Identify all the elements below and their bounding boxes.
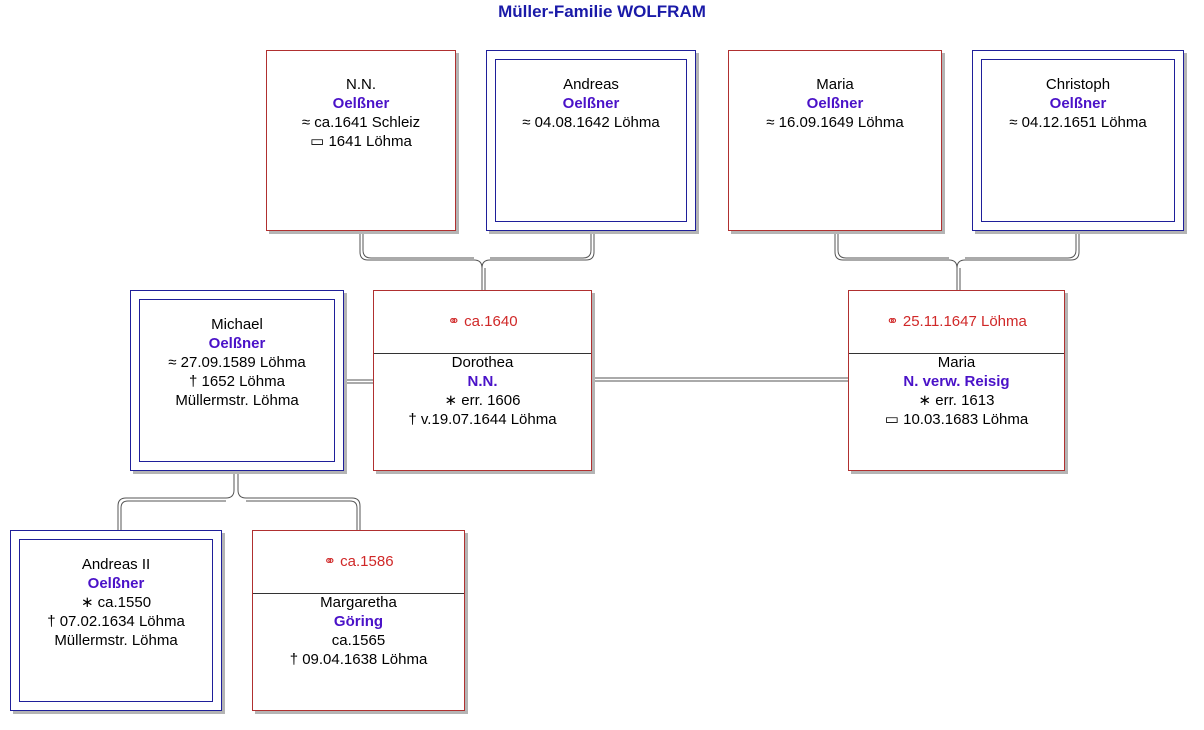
occupation: Müllermstr. Löhma [175,392,299,409]
first-name: Maria [937,354,976,371]
person-card-margaretha[interactable]: ⚭ ca.1586 Margaretha Göring ca.1565 † 09… [252,530,465,711]
baptism-date: ≈ 27.09.1589 Löhma [168,354,306,371]
first-name: N.N. [346,76,376,93]
surname: Oelßner [806,95,864,112]
inner-border [139,299,335,462]
death-date: † 09.04.1638 Löhma [289,651,428,668]
surname: N. verw. Reisig [903,373,1010,390]
baptism-date: ≈ 16.09.1649 Löhma [766,114,904,131]
first-name: Andreas II [81,556,151,573]
birth-date: ∗ err. 1606 [444,392,521,409]
surname: Oelßner [87,575,145,592]
burial-date: ▭ 10.03.1683 Löhma [884,411,1029,428]
surname: Oelßner [1049,95,1107,112]
marriage-date: ⚭ ca.1586 [253,531,464,594]
person-card-dorothea[interactable]: ⚭ ca.1640 Dorothea N.N. ∗ err. 1606 † v.… [373,290,592,471]
death-date: † 1652 Löhma [189,373,285,390]
first-name: Margaretha [320,594,397,611]
person-card-andreas[interactable]: Andreas Oelßner ≈ 04.08.1642 Löhma [486,50,696,231]
death-date: † 07.02.1634 Löhma [47,613,185,630]
baptism-date: ≈ 04.08.1642 Löhma [522,114,660,131]
first-name: Christoph [1045,76,1111,93]
person-card-nn[interactable]: N.N. Oelßner ≈ ca.1641 Schleiz ▭ 1641 Lö… [266,50,456,231]
first-name: Michael [211,316,263,333]
inner-border [981,59,1175,222]
person-card-andreas-ii[interactable]: Andreas II Oelßner ∗ ca.1550 † 07.02.163… [10,530,222,711]
person-card-michael[interactable]: Michael Oelßner ≈ 27.09.1589 Löhma † 165… [130,290,344,471]
person-card-christoph[interactable]: Christoph Oelßner ≈ 04.12.1651 Löhma [972,50,1184,231]
inner-border [495,59,687,222]
surname: N.N. [467,373,498,390]
first-name: Maria [816,76,854,93]
birth-date: ca.1565 [331,632,386,649]
burial-date: ▭ 1641 Löhma [310,133,412,150]
occupation: Müllermstr. Löhma [54,632,178,649]
inner-border [19,539,213,702]
surname: Oelßner [208,335,266,352]
surname: Oelßner [332,95,390,112]
baptism-date: ≈ ca.1641 Schleiz [301,114,421,131]
first-name: Dorothea [451,354,514,371]
surname: Göring [333,613,384,630]
surname: Oelßner [562,95,620,112]
death-date: † v.19.07.1644 Löhma [408,411,557,428]
marriage-date: ⚭ ca.1640 [374,291,591,354]
birth-date: ∗ err. 1613 [918,392,995,409]
person-card-maria-spouse[interactable]: ⚭ 25.11.1647 Löhma Maria N. verw. Reisig… [848,290,1065,471]
chart-title: Müller-Familie WOLFRAM [498,2,706,21]
baptism-date: ≈ 04.12.1651 Löhma [1009,114,1147,131]
person-card-maria-top[interactable]: Maria Oelßner ≈ 16.09.1649 Löhma [728,50,942,231]
birth-date: ∗ ca.1550 [80,594,152,611]
first-name: Andreas [563,76,619,93]
marriage-date: ⚭ 25.11.1647 Löhma [849,291,1064,354]
